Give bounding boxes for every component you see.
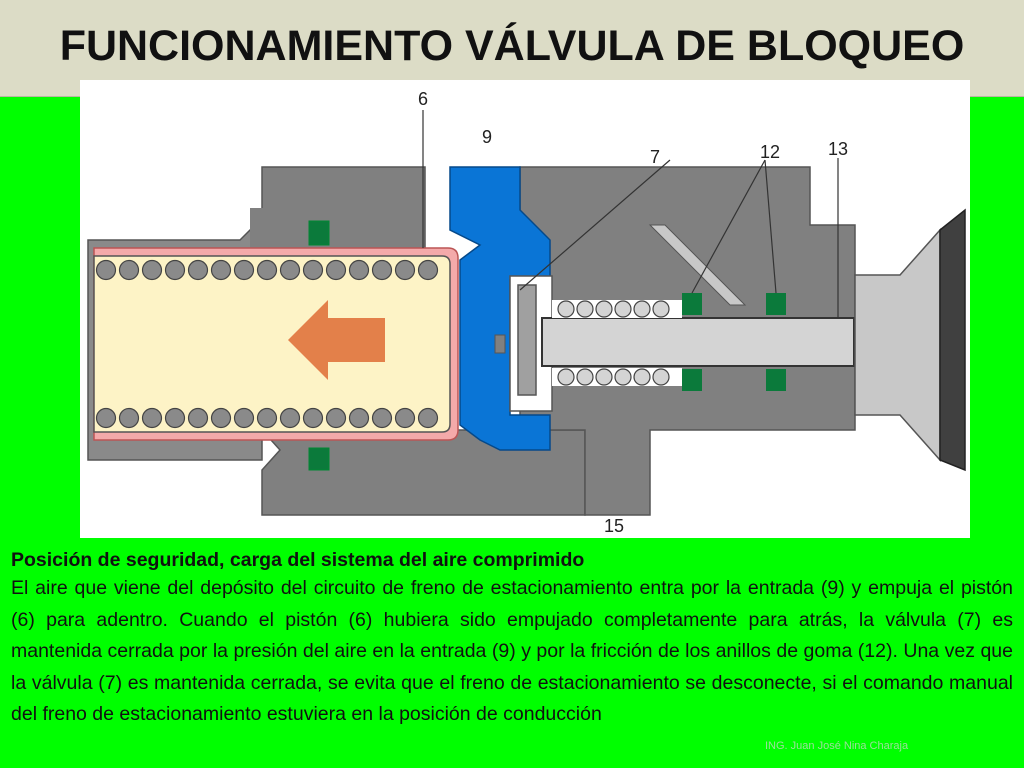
valve-cross-section: 6 9 7 12 13 15 <box>87 89 966 536</box>
label-7: 7 <box>650 147 660 167</box>
piston-ball <box>325 407 347 429</box>
spring-coil <box>595 368 613 386</box>
piston-ball <box>256 407 278 429</box>
piston-ball <box>302 407 324 429</box>
piston-ball <box>371 259 393 281</box>
piston-ball <box>394 259 416 281</box>
leader-7 <box>519 159 671 291</box>
piston-ball <box>164 407 186 429</box>
label-9: 9 <box>482 127 492 147</box>
piston-ball <box>187 407 209 429</box>
piston-ball <box>279 259 301 281</box>
piston-ball <box>95 259 117 281</box>
spring-coils <box>557 300 670 386</box>
piston-ball <box>279 407 301 429</box>
valve-diagram: 6 9 7 12 13 15 <box>80 80 970 538</box>
caption: Posición de seguridad, carga del sistema… <box>11 548 1013 731</box>
author-credit: ING. Juan José Nina Charaja <box>765 740 909 752</box>
diagonal-passage <box>648 224 747 306</box>
spring-coil <box>557 368 575 386</box>
piston-ball <box>210 407 232 429</box>
piston-ball <box>141 407 163 429</box>
piston-ball <box>417 259 439 281</box>
piston-ball <box>118 407 140 429</box>
leader-12b <box>764 159 777 294</box>
ring-top <box>308 220 330 246</box>
caption-body: El aire que viene del depósito del circu… <box>11 577 1013 725</box>
piston-ball <box>417 407 439 429</box>
slide-title: FUNCIONAMIENTO VÁLVULA DE BLOQUEO <box>59 22 965 70</box>
label-6: 6 <box>418 89 428 109</box>
knob-housing <box>854 228 941 462</box>
leader-12a <box>691 159 766 294</box>
spring-coil <box>633 368 651 386</box>
piston-ball <box>141 259 163 281</box>
spring-coil <box>652 368 670 386</box>
piston-ball <box>256 259 278 281</box>
spring-coil <box>633 300 651 318</box>
leader-lines <box>422 110 839 318</box>
direction-arrow <box>288 300 385 380</box>
piston-ball <box>233 407 255 429</box>
piston-ball <box>394 407 416 429</box>
rubber-rings <box>308 220 786 471</box>
ring-12a-bottom <box>682 369 702 391</box>
knob-cap <box>939 208 966 472</box>
piston-ball <box>118 259 140 281</box>
spring-coil <box>557 300 575 318</box>
piston-ball <box>348 407 370 429</box>
piston-ball <box>210 259 232 281</box>
label-13: 13 <box>828 139 848 159</box>
valve-plate <box>517 284 537 396</box>
piston-ball <box>371 407 393 429</box>
valve-stub <box>494 334 506 354</box>
piston-ball <box>233 259 255 281</box>
air-inlet-chamber <box>449 166 551 451</box>
spring-coil <box>652 300 670 318</box>
piston <box>93 255 451 433</box>
caption-heading: Posición de seguridad, carga del sistema… <box>11 549 585 571</box>
spring-coil <box>576 368 594 386</box>
valve-rod <box>541 317 855 367</box>
spring-coil <box>595 300 613 318</box>
piston-ball <box>325 259 347 281</box>
piston-ball <box>187 259 209 281</box>
ring-12a-top <box>682 293 702 315</box>
cylinder-cap <box>250 208 270 248</box>
spring-coil <box>614 300 632 318</box>
spring-coil <box>614 368 632 386</box>
label-15: 15 <box>604 516 624 536</box>
piston-ball <box>302 259 324 281</box>
spring-coil <box>576 300 594 318</box>
label-12: 12 <box>760 142 780 162</box>
ring-12b-top <box>766 293 786 315</box>
piston-balls <box>95 259 439 429</box>
piston-ball <box>95 407 117 429</box>
piston-ball <box>164 259 186 281</box>
piston-ball <box>348 259 370 281</box>
ring-bottom <box>308 447 330 471</box>
ring-12b-bottom <box>766 369 786 391</box>
